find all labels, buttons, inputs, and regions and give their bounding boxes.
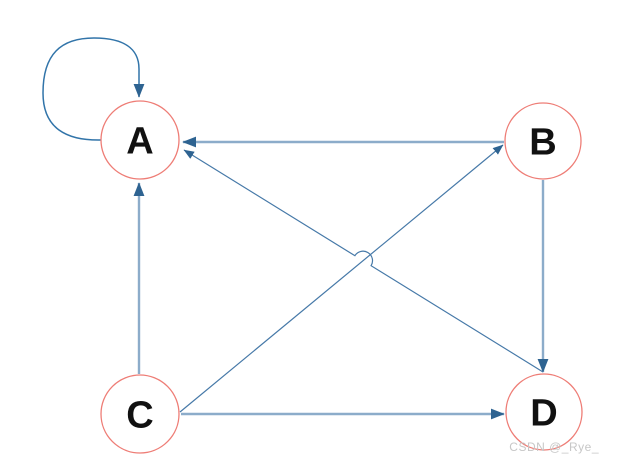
node-C-circle — [100, 374, 180, 454]
node-B-circle — [504, 102, 582, 180]
node-D: D — [505, 373, 583, 451]
node-C-label: C — [126, 395, 153, 437]
watermark: CSDN @_Rye_ — [509, 440, 599, 454]
edge-D-to-A — [183, 149, 544, 373]
node-D-circle — [505, 373, 583, 451]
edge-A-to-A — [42, 37, 145, 141]
node-A-label: A — [126, 121, 153, 163]
node-C: C — [100, 374, 180, 454]
node-A: A — [100, 100, 180, 180]
node-A-circle — [100, 100, 180, 180]
node-B-label: B — [529, 122, 556, 164]
edge-C-to-B — [179, 144, 504, 413]
node-B: B — [504, 102, 582, 180]
node-D-label: D — [530, 393, 557, 435]
